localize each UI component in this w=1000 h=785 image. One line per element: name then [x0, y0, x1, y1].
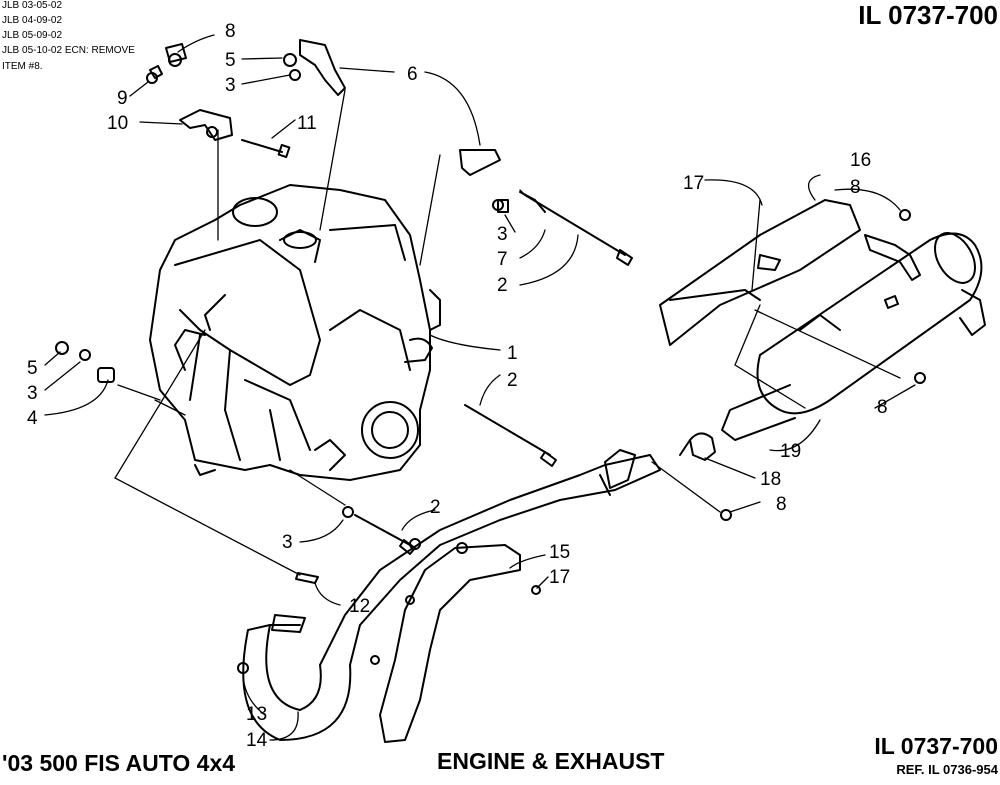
callout-6: 6 [407, 64, 418, 85]
callout-3-left: 3 [27, 383, 38, 404]
revision-note: JLB 05-10-02 ECN: REMOVE [2, 45, 135, 56]
reference-illustration: REF. IL 0736-954 [896, 762, 998, 777]
illustration-number-top: IL 0737-700 [858, 0, 998, 30]
callout-10: 10 [107, 113, 128, 134]
callout-7: 7 [497, 249, 508, 270]
callout-5-left: 5 [27, 358, 38, 379]
callout-15: 15 [549, 542, 570, 563]
callout-2-right: 2 [497, 275, 508, 296]
callout-4: 4 [27, 408, 38, 429]
callout-1: 1 [507, 343, 518, 364]
callout-17-bottom: 17 [549, 567, 570, 588]
callout-9: 9 [117, 88, 128, 109]
callout-labels: 8 5 3 9 10 11 6 3 7 2 16 17 8 5 3 4 1 2 … [27, 21, 888, 751]
heat-shield-16 [659, 199, 861, 346]
callout-18: 18 [760, 469, 781, 490]
engine-block [149, 184, 431, 481]
callout-2-bottom: 2 [430, 497, 441, 518]
revision-note: JLB 03-05-02 [2, 0, 63, 11]
callout-19: 19 [780, 441, 801, 462]
callout-3-top: 3 [225, 75, 236, 96]
revision-note: JLB 05-09-02 [2, 30, 63, 41]
head-pipe-14 [242, 454, 661, 741]
muffler [756, 232, 983, 415]
revision-note: ITEM #8. [2, 61, 43, 72]
engine-mount-bracket [179, 109, 233, 141]
callout-8-right: 8 [877, 397, 888, 418]
callout-17-top: 17 [683, 173, 704, 194]
callout-5-top: 5 [225, 50, 236, 71]
callout-11: 11 [297, 113, 317, 134]
callout-14: 14 [246, 730, 268, 751]
callout-16: 16 [850, 150, 871, 171]
callout-8-muffler: 8 [850, 177, 861, 198]
illustration-number-bottom: IL 0737-700 [874, 733, 998, 759]
callout-8-bottom: 8 [776, 494, 787, 515]
callout-8-top: 8 [225, 21, 236, 42]
callout-12: 12 [349, 596, 370, 617]
mount-bracket-6 [299, 39, 346, 96]
revision-note: JLB 04-09-02 [2, 15, 63, 26]
callout-2-mid: 2 [507, 370, 518, 391]
callout-3-bottom: 3 [282, 532, 293, 553]
diagram-title: ENGINE & EXHAUST [437, 748, 665, 774]
model-label: '03 500 FIS AUTO 4x4 [2, 750, 236, 776]
callout-3-right: 3 [497, 224, 508, 245]
callout-13: 13 [246, 704, 267, 725]
heat-shield-15 [379, 544, 521, 743]
